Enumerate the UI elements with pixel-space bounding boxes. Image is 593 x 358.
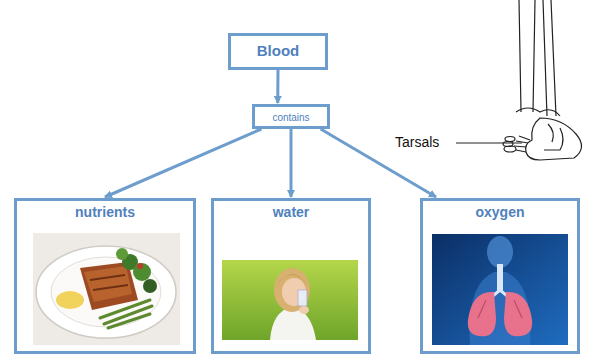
node-label: nutrients: [17, 205, 193, 220]
node-label: Blood: [231, 43, 325, 60]
node-label: oxygen: [423, 205, 577, 220]
contains-box: contains: [252, 104, 330, 129]
girl-drinking-picture: [222, 260, 358, 340]
oxygen-box: oxygen: [420, 198, 580, 354]
part-name: Tarsals: [395, 134, 439, 150]
arrow-connector: [276, 70, 279, 103]
water-box: water: [211, 198, 371, 354]
blood-box: Blood: [228, 33, 328, 70]
food-picture: [33, 233, 180, 345]
node-label: water: [214, 205, 368, 220]
arrow-connector: [290, 129, 293, 197]
node-label: contains: [255, 112, 327, 123]
nutrients-box: nutrients: [14, 198, 196, 354]
arrow-connector: [105, 129, 261, 197]
leader-line: [456, 143, 522, 144]
lungs-picture: [432, 234, 568, 345]
foot-skeleton: [503, 0, 582, 160]
